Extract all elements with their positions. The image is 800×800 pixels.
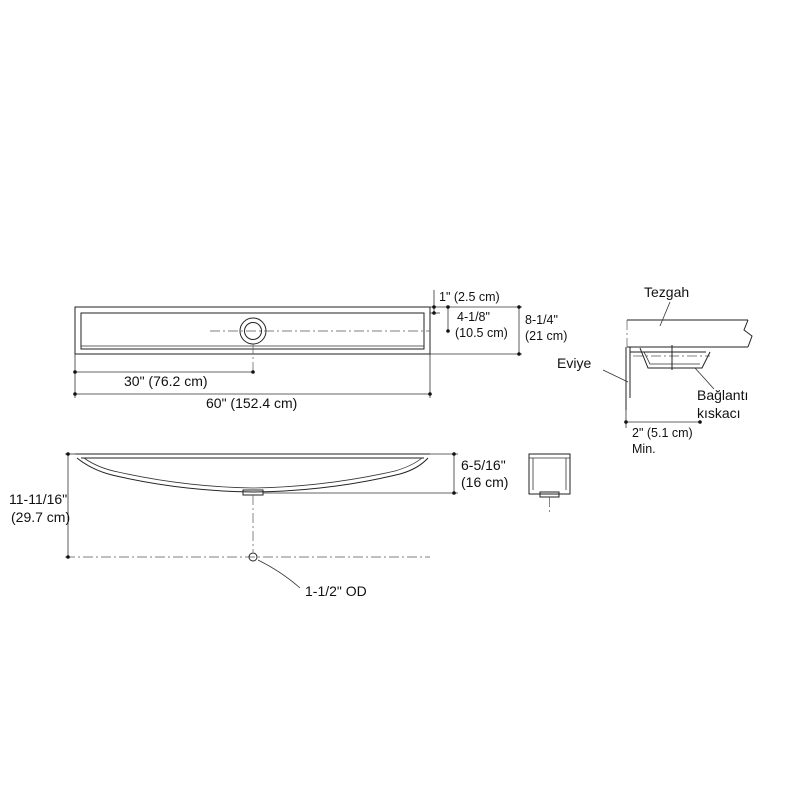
dim-rim: 1" (2.5 cm) [439,290,500,304]
sink-outer-rim [74,306,431,355]
drain-pipe-icon [248,552,258,562]
sink-bowl-profile [76,457,429,493]
dim-overall-depth-metric: (21 cm) [525,329,567,343]
dim-total-height: 11-11/16" [9,491,67,507]
countertop-label: Tezgah [644,284,689,300]
dim-overall-width: 60" (152.4 cm) [206,395,297,411]
dim-dot [452,491,456,495]
dim-dot [432,311,436,315]
drain-label: 1-1/2" OD [305,583,367,599]
dim-dot [446,329,450,333]
dim-dot [66,452,70,456]
dim-bowl-depth-metric: (16 cm) [461,474,508,490]
clip-label-line2: kıskacı [697,405,741,421]
countertop-break [743,319,753,348]
dim-dot [432,305,436,309]
dim-dot [624,420,628,424]
dim-dot [251,370,255,374]
mounting-clip-inner [643,351,700,365]
dim-drain-center: 4-1/8" [457,310,490,324]
min-label: Min. [632,442,656,456]
dim-dot [428,392,432,396]
countertop-leader [659,301,671,327]
clip-leader [694,367,715,390]
dim-overall-depth: 8-1/4" [525,313,558,327]
dim-drain-center-metric: (10.5 cm) [455,326,508,340]
dim-dot [446,305,450,309]
dim-bowl-depth: 6-5/16" [461,457,506,473]
dim-inner-width: 30" (76.2 cm) [124,373,208,389]
sink-label: Eviye [557,355,591,371]
sink-bowl-inner-profile [83,457,423,489]
side-view [528,453,571,512]
dim-dot [698,420,702,424]
dim-dot [66,555,70,559]
dim-dot [517,352,521,356]
sink-inner-basin [80,312,425,350]
drain-inner-icon [244,322,262,340]
plan-view: 30" (76.2 cm) 60" (152.4 cm) 1" (2.5 cm)… [73,290,567,411]
clip-label-line1: Bağlantı [697,387,748,403]
dim-dot [517,305,521,309]
dim-dot [452,452,456,456]
side-view-body [528,453,571,495]
sink-leader [602,369,629,383]
dim-dot [73,370,77,374]
min-dim: 2" (5.1 cm) [632,426,693,440]
dim-dot [73,392,77,396]
mounting-clip-icon [639,347,711,369]
drain-leader [257,559,301,589]
dim-total-height-metric: (29.7 cm) [11,509,70,525]
front-view: 1-1/2" OD 11-11/16" (29.7 cm) 6-5/16" (1… [9,452,508,599]
section-detail: Tezgah Eviye Bağlantı kıskacı 2" (5.1 cm… [557,284,753,456]
